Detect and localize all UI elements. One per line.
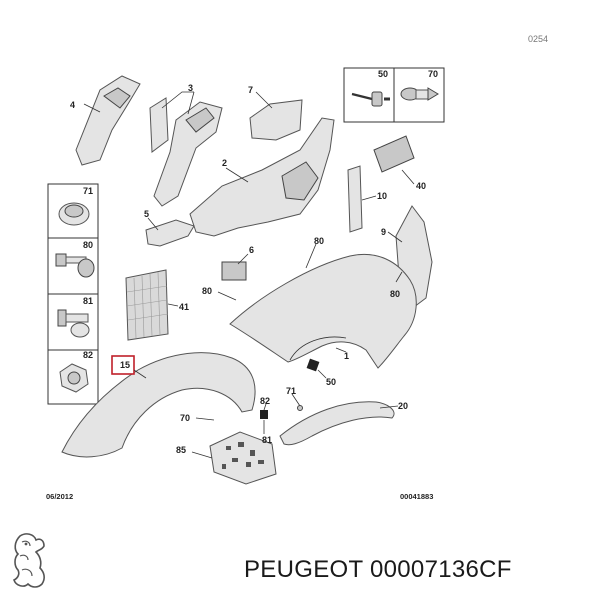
part-7-bracket <box>249 99 303 141</box>
part-40-pad <box>373 135 415 173</box>
box-label-80: 80 <box>83 240 93 250</box>
part-3-member-left <box>149 97 169 153</box>
part-15-liner <box>61 352 256 458</box>
push-clip-71-icon <box>58 202 90 226</box>
callout-7: 7 <box>248 85 253 95</box>
part-2-apron <box>189 117 335 237</box>
nut-82-icon <box>59 363 89 393</box>
callout-5: 5 <box>144 209 149 219</box>
callout-70: 70 <box>180 413 190 423</box>
screw-80-icon <box>55 253 95 278</box>
callout-3: 3 <box>188 83 193 93</box>
callout-82: 82 <box>260 396 270 406</box>
part-15-highlight-box <box>111 355 135 375</box>
callout-2: 2 <box>222 158 227 168</box>
clip-70-icon <box>400 87 439 101</box>
bolt-50-icon <box>351 91 390 107</box>
callout-40: 40 <box>416 181 426 191</box>
callout-4: 4 <box>70 100 75 110</box>
part-50-clip <box>306 358 320 372</box>
parts-diagram: 0254 50 70 71 80 81 82 <box>46 34 548 501</box>
bolt-81-icon <box>57 309 90 338</box>
callout-6: 6 <box>249 245 254 255</box>
callout-9: 9 <box>381 227 386 237</box>
part-3-member-right <box>153 101 223 207</box>
box-label-81: 81 <box>83 296 93 306</box>
box-label-50: 50 <box>378 69 388 79</box>
callout-80-right: 80 <box>390 289 400 299</box>
callout-1: 1 <box>344 351 349 361</box>
callout-81: 81 <box>262 435 272 445</box>
part-10-strut <box>347 165 363 233</box>
part-5-bracket <box>145 219 195 247</box>
callout-85: 85 <box>176 445 186 455</box>
part-6-block <box>221 261 247 281</box>
callout-20: 20 <box>398 401 408 411</box>
callout-10: 10 <box>377 191 387 201</box>
part-4-bracket <box>75 75 141 166</box>
part-1-fender <box>229 254 417 369</box>
box-label-70: 70 <box>428 69 438 79</box>
callout-41: 41 <box>179 302 189 312</box>
corner-text: 0254 <box>528 34 548 44</box>
callout-80-left: 80 <box>202 286 212 296</box>
footer-date: 06/2012 <box>46 492 73 501</box>
callout-80-top: 80 <box>314 236 324 246</box>
box-label-71: 71 <box>83 186 93 196</box>
footer-ref: 00041883 <box>400 492 433 501</box>
brand-part-number: PEUGEOT 00007136CF <box>244 556 512 583</box>
part-20-trim <box>279 401 395 446</box>
callout-15: 15 <box>120 360 130 370</box>
part-85-kit <box>209 431 277 485</box>
box-label-82: 82 <box>83 350 93 360</box>
callout-50: 50 <box>326 377 336 387</box>
peugeot-lion-logo-icon <box>13 533 45 588</box>
part-81-clip <box>260 410 268 419</box>
callout-71: 71 <box>286 386 296 396</box>
